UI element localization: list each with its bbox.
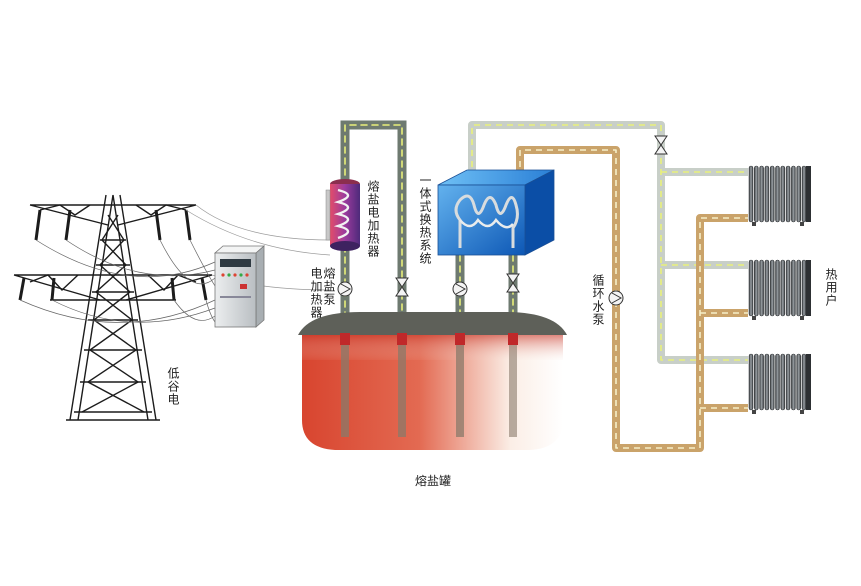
molten-salt-tank [298, 312, 567, 450]
pump-icon [337, 281, 353, 297]
heat-user-radiators [748, 165, 811, 414]
circulation-pump-label: 循环水泵 [591, 274, 605, 326]
salt-heater-label: 熔盐电加热器 [366, 180, 380, 258]
heat-exchanger-box [437, 169, 555, 256]
salt-heater-vessel [325, 179, 360, 251]
valve-icon [654, 135, 668, 155]
salt-tank-label: 熔盐罐 [415, 474, 452, 488]
water-pipe-network [468, 121, 748, 452]
salt-pump-label: 熔盐泵 [322, 267, 336, 306]
electric-heater-label: 电加热器 [309, 267, 323, 319]
heat-exchanger-label: 一体式换热系统 [418, 174, 432, 265]
power-tower-icon [13, 194, 331, 421]
valley-power-label: 低谷电 [166, 367, 180, 406]
radiator-icon [748, 353, 811, 414]
control-cabinet-icon [213, 245, 266, 328]
pump-icon [452, 281, 468, 297]
pump-icon [608, 290, 624, 306]
radiator-icon [748, 165, 811, 226]
radiator-icon [748, 259, 811, 320]
heat-user-label: 热用户 [824, 268, 838, 307]
